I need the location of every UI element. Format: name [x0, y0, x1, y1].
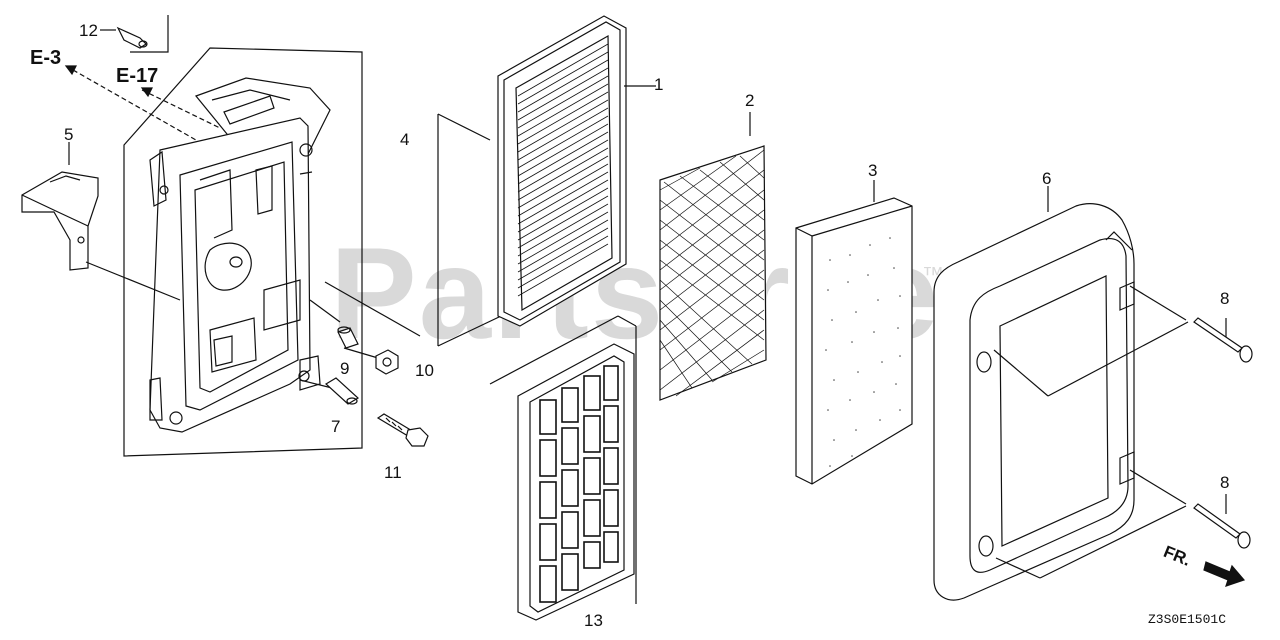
part-10-nut: [375, 349, 399, 375]
part-number-4[interactable]: 4: [400, 130, 410, 149]
part-12-pin: [100, 15, 169, 53]
part-number-1[interactable]: 1: [654, 75, 664, 94]
part-number-13[interactable]: 13: [584, 611, 603, 630]
part-number-11[interactable]: 11: [384, 463, 402, 482]
part-1-filter-element: [497, 15, 656, 327]
part-number-9[interactable]: 9: [340, 359, 350, 378]
part-number-6[interactable]: 6: [1042, 169, 1052, 188]
part-8-bolt-upper: [1193, 317, 1253, 363]
diagram-code: Z3S0E1501C: [1148, 612, 1227, 627]
part-4-group-outline: [123, 47, 363, 457]
part-number-10[interactable]: 10: [415, 361, 434, 380]
part-8-bolt-lower: [1193, 494, 1251, 549]
ref-label-e17[interactable]: E-17: [116, 65, 159, 87]
part-number-2[interactable]: 2: [745, 91, 755, 110]
part-6-cover: [933, 186, 1189, 601]
part-9-collar: [337, 326, 359, 349]
part-7-collar: [324, 377, 360, 405]
part-number-8-upper[interactable]: 8: [1220, 289, 1230, 308]
part-number-5[interactable]: 5: [64, 125, 74, 144]
part-number-8-lower[interactable]: 8: [1220, 473, 1230, 492]
air-cleaner-base: [149, 77, 331, 433]
part-2-mesh: [659, 112, 767, 401]
part-13-grid: [489, 315, 637, 621]
part-11-bolt: [376, 413, 429, 447]
part-number-7[interactable]: 7: [331, 417, 341, 436]
part-3-foam: [795, 180, 913, 485]
part-5-stay: [21, 142, 99, 271]
front-direction-arrow: [1203, 561, 1246, 587]
ref-label-e3[interactable]: E-3: [30, 47, 62, 69]
part-number-3[interactable]: 3: [868, 161, 878, 180]
part-number-12[interactable]: 12: [79, 21, 98, 40]
